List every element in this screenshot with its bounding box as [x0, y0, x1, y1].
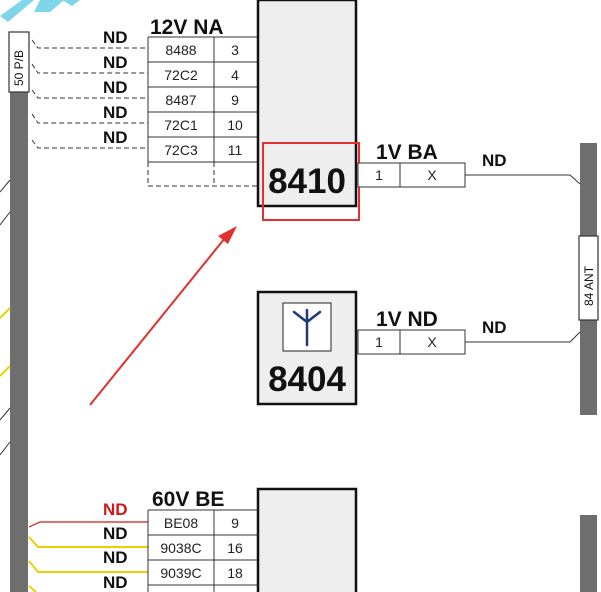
- top-row-wire: 72C1: [164, 117, 198, 133]
- bottom-row-wire: BE08: [164, 515, 198, 531]
- top-row-pin: 11: [228, 142, 243, 158]
- top-row-nd: ND: [103, 53, 128, 72]
- module-8404-label: 8404: [268, 360, 346, 399]
- connector-8404-header: 1V ND: [376, 308, 438, 331]
- yellow-edge-marks: [0, 307, 11, 377]
- connector-8410-cell: X: [427, 167, 437, 183]
- top-row-wire: 72C3: [164, 142, 198, 158]
- top-row-pin: 3: [231, 42, 239, 58]
- bottom-row-pin: 18: [227, 565, 243, 581]
- top-dashed-wires: [31, 39, 148, 149]
- connector-8410-pin: 1: [375, 167, 383, 183]
- top-connector[interactable]: 12V NA ND ND ND ND ND 8488 72C2 8487 72C…: [103, 16, 258, 187]
- bottom-row-wire: 9038C: [160, 540, 201, 556]
- top-row-nd: ND: [103, 103, 128, 122]
- bottom-row-pin: 9: [231, 515, 239, 531]
- bottom-row-nd-red: ND: [103, 500, 128, 519]
- left-edge-marks: [0, 179, 11, 456]
- bottom-row-wire: 9039C: [160, 565, 201, 581]
- bottom-connector[interactable]: 60V BE ND ND ND ND BE08 9038C 9039C 9 16…: [103, 488, 258, 592]
- top-row-wire: 72C2: [164, 67, 198, 83]
- bottom-wires: [28, 521, 148, 592]
- top-row-wire: 8488: [165, 42, 196, 58]
- connector-8404-cell: X: [427, 334, 437, 350]
- top-row-pin: 10: [227, 117, 243, 133]
- top-row-nd: ND: [103, 128, 128, 147]
- top-row-nd: ND: [103, 28, 128, 47]
- top-row-pin: 9: [231, 92, 239, 108]
- module-8410[interactable]: 8410: [256, 0, 358, 208]
- annotation-arrow: [89, 226, 237, 406]
- module-8410-label: 8410: [268, 162, 346, 201]
- bottom-row-pin: 16: [227, 540, 243, 556]
- connector-8404[interactable]: 1V ND 1 X ND: [357, 308, 581, 355]
- top-row-nd: ND: [103, 78, 128, 97]
- top-row-wire: 8487: [165, 92, 196, 108]
- cyan-cable-fragment: [0, 0, 80, 22]
- bottom-row-nd: ND: [103, 524, 128, 543]
- connector-8404-wire-label: ND: [482, 318, 507, 337]
- bottom-row-nd: ND: [103, 548, 128, 567]
- module-8404[interactable]: 8404: [256, 290, 358, 406]
- connector-8410-header: 1V BA: [376, 141, 438, 164]
- left-bus-bar[interactable]: 50 P/B: [8, 31, 30, 592]
- connector-8410[interactable]: 1V BA 1 X ND: [357, 141, 581, 188]
- connector-8404-pin: 1: [375, 334, 383, 350]
- top-row-pin: 4: [231, 67, 239, 83]
- right-bus-bar[interactable]: 84 ANT: [578, 143, 599, 592]
- top-connector-header: 12V NA: [150, 16, 224, 39]
- module-bottom[interactable]: [256, 487, 358, 592]
- bottom-row-nd: ND: [103, 573, 128, 592]
- connector-8410-wire-label: ND: [482, 151, 507, 170]
- antenna-icon: [282, 302, 332, 352]
- right-bus-label: 84 ANT: [582, 265, 596, 306]
- left-bus-label: 50 P/B: [12, 50, 26, 86]
- bottom-connector-header: 60V BE: [152, 488, 224, 511]
